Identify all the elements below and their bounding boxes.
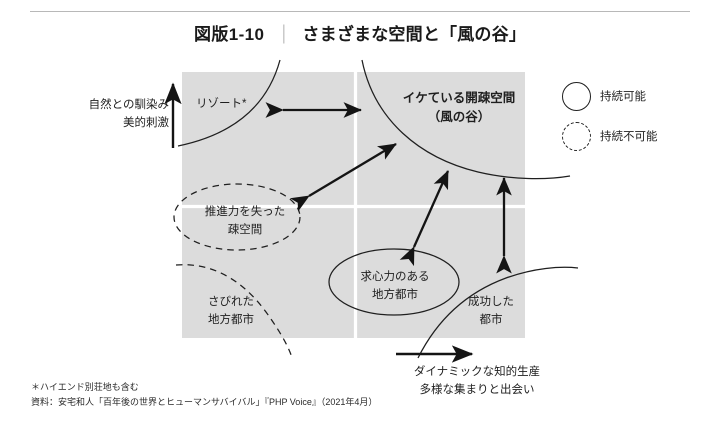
- legend-label-sustainable: 持続可能: [600, 91, 646, 103]
- header-divider: [30, 11, 690, 12]
- dashed-circle-icon: [562, 121, 591, 151]
- quadrant-label-kazenotani: イケている開疎空間 （風の谷）: [395, 89, 523, 128]
- successful-city-line2: 都市: [479, 314, 503, 327]
- legend-item-unsustainable: 持続不可能: [562, 116, 712, 156]
- attractive-regional-city-line2: 地方都市: [372, 289, 418, 302]
- footnote-source: 資料：安宅和人「百年後の世界とヒューマンサバイバル」『PHP Voice』（20…: [31, 397, 378, 408]
- page-title: 図版1-10 ｜ さまざまな空間と「風の谷」: [0, 20, 720, 47]
- quadrant-label-attractive-regional-city: 求心力のある 地方都市: [343, 268, 447, 305]
- declining-regional-city-line1: さびれた: [208, 296, 254, 308]
- legend-item-sustainable: 持続可能: [562, 76, 712, 116]
- quadrant-label-stagnant-sparse-space: 推進力を失った 疎空間: [190, 203, 300, 240]
- figure-number: 図版1-10: [193, 25, 265, 44]
- attractive-regional-city-line1: 求心力のある: [360, 271, 430, 283]
- footnotes: ＊ハイエンド別荘地も含む 資料：安宅和人「百年後の世界とヒューマンサバイバル」『…: [31, 380, 377, 411]
- legend-label-unsustainable: 持続不可能: [600, 131, 658, 143]
- quadrant-label-successful-city: 成功した 都市: [455, 293, 527, 330]
- x-axis-label-line2: 多様な集まりと出会い: [419, 383, 535, 396]
- quadrant-label-kazenotani-line1: イケている開疎空間: [402, 91, 516, 105]
- quadrant-label-kazenotani-line2: （風の谷）: [427, 110, 491, 125]
- solid-circle-icon: [562, 81, 591, 111]
- quadrant-label-declining-regional-city: さびれた 地方都市: [190, 293, 272, 330]
- declining-regional-city-line2: 地方都市: [208, 314, 254, 327]
- y-axis-label-line1: 自然との馴染み: [88, 99, 169, 111]
- y-axis-label-line2: 美的刺激: [123, 116, 169, 129]
- legend: 持続可能 持続不可能: [562, 76, 712, 156]
- x-axis-label: ダイナミックな知的生産 多様な集まりと出会い: [392, 364, 562, 400]
- footnote-note: ＊ハイエンド別荘地も含む: [31, 382, 139, 392]
- quadrant-label-resort: リゾート*: [196, 98, 247, 110]
- successful-city-line1: 成功した: [468, 296, 514, 308]
- figure-title: さまざまな空間と「風の谷」: [302, 25, 527, 44]
- x-axis-label-line1: ダイナミックな知的生産: [413, 366, 541, 378]
- y-axis-label: 自然との馴染み 美的刺激: [64, 97, 169, 133]
- stagnant-sparse-space-line2: 疎空間: [227, 224, 263, 237]
- title-separator: ｜: [274, 25, 294, 46]
- stagnant-sparse-space-line1: 推進力を失った: [204, 206, 286, 218]
